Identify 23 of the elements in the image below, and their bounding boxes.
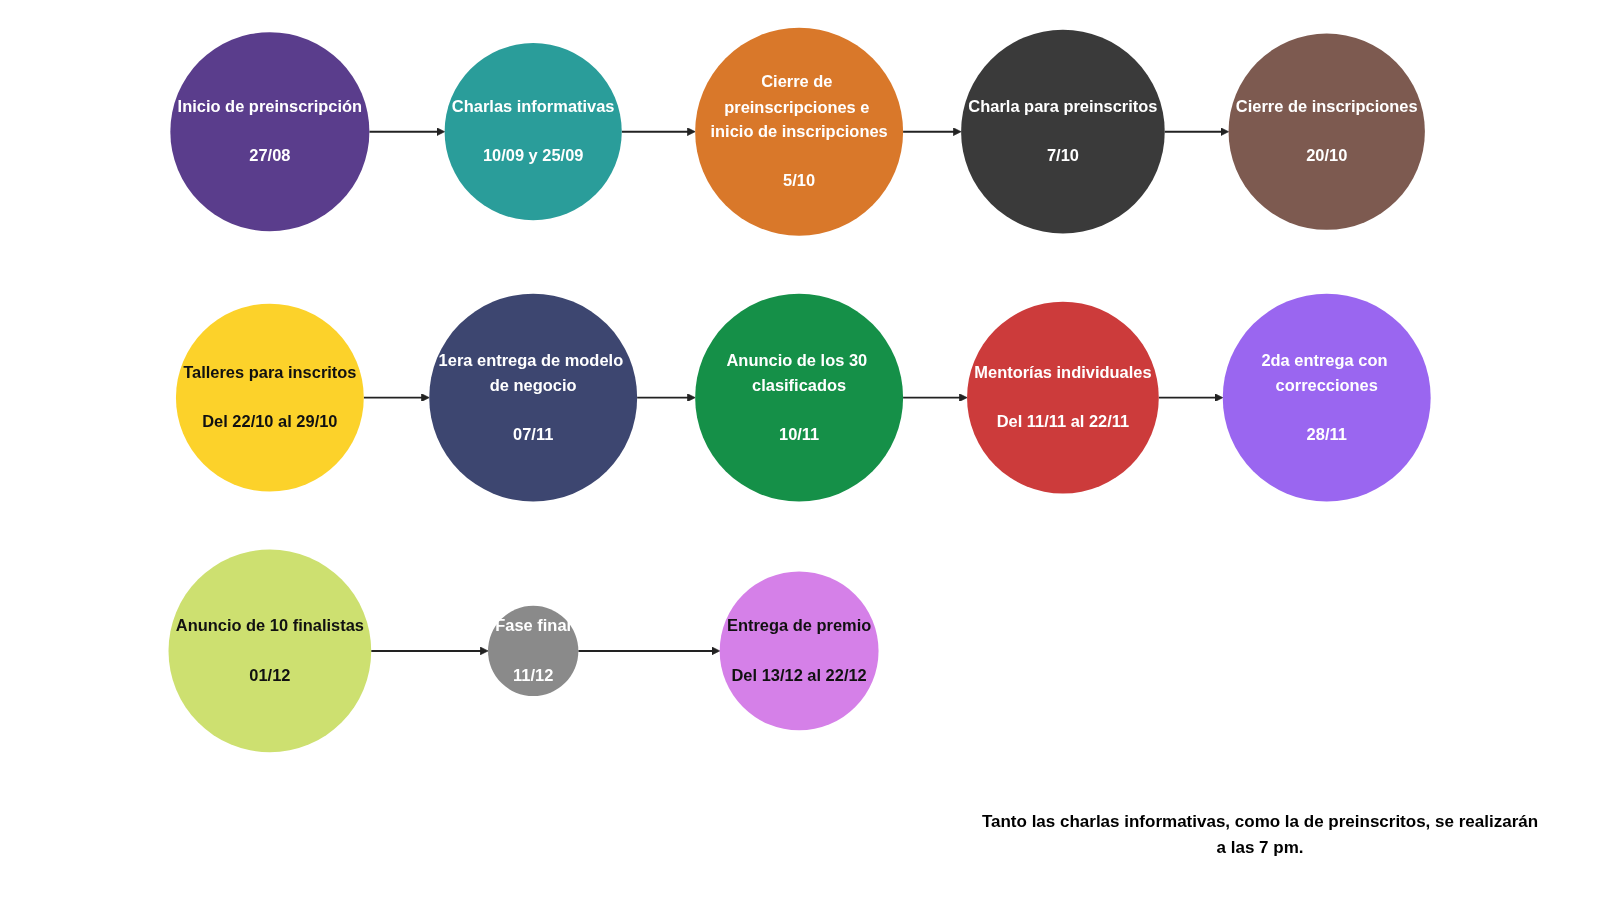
arrow	[636, 393, 696, 402]
note-text: Tanto las charlas informativas, como la de preinscritos, se realizarán a las 7 pm.	[980, 811, 1540, 859]
arrow	[621, 127, 696, 136]
node-circle: Charlas informativas 10/09 y 25/09	[445, 43, 623, 221]
node-circle: Cierre de inscripciones 20/10	[1228, 33, 1426, 230]
arrow	[1158, 393, 1224, 402]
node-circle: Inicio de preinscripción 27/08	[170, 32, 370, 232]
node-circle: 1era entrega de modelo de negocio 07/11	[429, 293, 638, 502]
node-circle: Entrega de premio Del 13/12 al 22/12	[720, 571, 879, 731]
arrow	[1164, 127, 1230, 136]
node-circle: Mentorías individuales Del 11/11 al 22/11	[967, 301, 1160, 494]
arrow	[370, 646, 489, 656]
arrow	[363, 393, 430, 402]
node-circle: Cierre de preinscripciones e inicio de inscripciones 5/10	[695, 27, 904, 236]
arrow	[577, 646, 721, 656]
node-circle: 2da entrega con correcciones 28/11	[1223, 293, 1432, 502]
node-circle: Charla para preinscritos 7/10	[961, 29, 1166, 234]
node-circle: Anuncio de los 30 clasificados 10/11	[695, 293, 904, 502]
arrow	[902, 127, 962, 136]
arrow	[902, 393, 968, 402]
node-circle: Talleres para inscritos Del 22/10 al 29/10	[176, 303, 365, 492]
arrow	[368, 127, 446, 136]
node-circle: Anuncio de 10 finalistas 01/12	[168, 549, 372, 753]
